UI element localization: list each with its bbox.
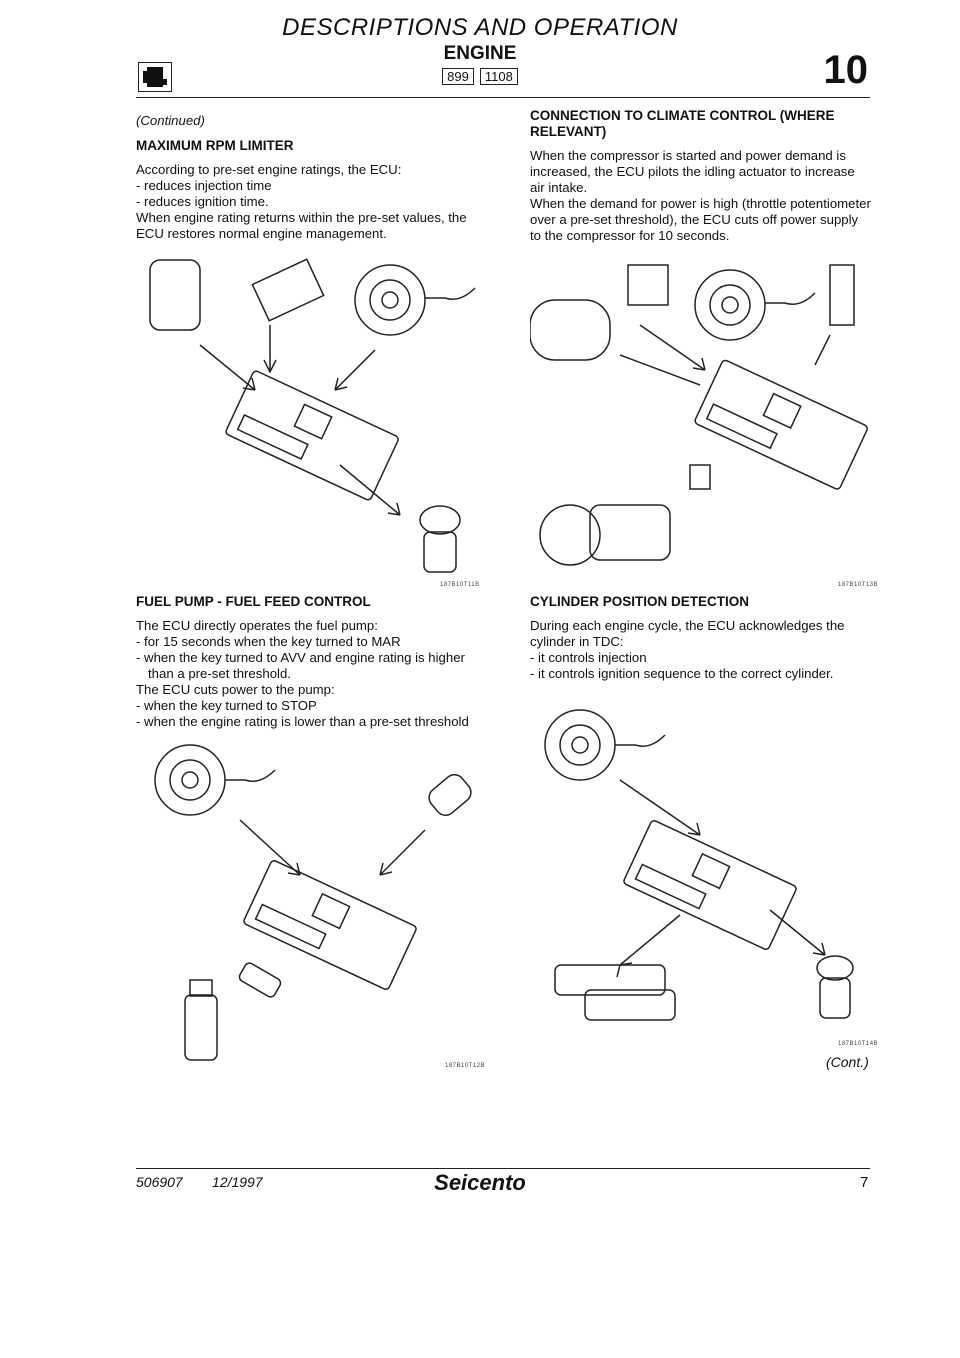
rpm-sensor-icon	[354, 264, 426, 336]
connector-icon	[238, 962, 282, 998]
left-column-2: FUEL PUMP - FUEL FEED CONTROL The ECU di…	[136, 594, 488, 730]
footer-rule	[136, 1168, 870, 1169]
continued-note: (Continued)	[136, 113, 205, 128]
section-title: ENGINE	[443, 43, 517, 64]
paragraph: When the compressor is started and power…	[530, 148, 855, 195]
figure-code: 187B10T14B	[838, 1041, 879, 1047]
page-number: 7	[860, 1174, 869, 1191]
throttle-body-icon	[530, 299, 611, 361]
relay-icon	[689, 464, 711, 490]
sensor-icon	[149, 259, 201, 331]
heading-climate-control: CONNECTION TO CLIMATE CONTROL (WHERE REL…	[530, 108, 835, 139]
relay-icon	[428, 773, 472, 817]
left-column: (Continued) MAXIMUM RPM LIMITER Accordin…	[136, 113, 488, 242]
pressure-sensor-icon	[251, 258, 325, 322]
brand-logo: Seicento	[434, 1170, 526, 1195]
arrow-icon	[619, 354, 701, 386]
arrow-icon	[616, 914, 681, 978]
heading-cylinder-position: CYLINDER POSITION DETECTION	[530, 594, 750, 609]
figure-code: 187B10T11B	[440, 582, 480, 588]
arrow-icon	[639, 324, 706, 371]
ecu-icon	[694, 359, 868, 490]
figure-rpm-limiter	[149, 258, 476, 573]
list-item: - for 15 seconds when the key turned to …	[136, 634, 401, 649]
arrow-icon	[239, 819, 301, 876]
paragraph: The ECU cuts power to the pump:	[136, 682, 335, 697]
heading-fuel-pump: FUEL PUMP - FUEL FEED CONTROL	[136, 594, 371, 609]
right-column: CONNECTION TO CLIMATE CONTROL (WHERE REL…	[530, 108, 872, 244]
engine-codes: 899 1108	[0, 68, 960, 85]
engine-code: 1108	[479, 68, 518, 85]
rpm-sensor-icon	[154, 744, 226, 816]
paragraph: During each engine cycle, the ECU acknow…	[530, 618, 845, 649]
engine-icon	[138, 62, 172, 92]
engine-code: 899	[442, 68, 474, 85]
arrow-icon	[339, 464, 401, 516]
paragraph: When the demand for power is high (throt…	[530, 196, 871, 243]
list-item: - when the engine rating is lower than a…	[136, 714, 469, 729]
injector-icon	[419, 505, 461, 573]
paragraph: According to pre-set engine ratings, the…	[136, 162, 402, 177]
heading-max-rpm: MAXIMUM RPM LIMITER	[136, 138, 294, 153]
figure-fuel-pump	[154, 744, 472, 1061]
idle-actuator-icon	[829, 264, 855, 326]
list-item: - it controls ignition sequence to the c…	[530, 666, 834, 681]
paragraph: The ECU directly operates the fuel pump:	[136, 618, 378, 633]
arrow-icon	[334, 349, 376, 391]
list-item: - when the key turned to STOP	[136, 698, 317, 713]
right-column-2: CYLINDER POSITION DETECTION During each …	[530, 594, 872, 682]
figure-cylinder-position	[544, 709, 854, 1021]
rpm-sensor-icon	[544, 709, 616, 781]
header-rule	[136, 97, 870, 98]
ignition-coil-icon	[554, 964, 676, 1021]
figure-code: 187B10T13B	[838, 582, 879, 588]
ecu-icon	[623, 820, 797, 950]
doc-date: 12/1997	[212, 1174, 263, 1190]
rpm-sensor-icon	[694, 269, 766, 341]
doc-number: 506907	[136, 1174, 183, 1190]
ecu-icon	[243, 860, 417, 990]
list-item: - reduces ignition time.	[136, 194, 269, 209]
ac-switch-icon	[627, 264, 669, 306]
arrow-icon	[619, 779, 701, 836]
compressor-icon	[539, 504, 671, 566]
arrow-icon	[814, 334, 831, 366]
continued-footer-note: (Cont.)	[826, 1054, 869, 1070]
page-header-title: DESCRIPTIONS AND OPERATION	[282, 14, 678, 41]
paragraph: When engine rating returns within the pr…	[136, 210, 467, 241]
figure-climate-control	[530, 264, 868, 566]
list-item: - it controls injection	[530, 650, 647, 665]
fuel-pump-icon	[184, 979, 218, 1061]
arrow-icon	[379, 829, 426, 876]
arrow-icon	[263, 325, 277, 374]
figure-code: 187B10T12B	[445, 1063, 486, 1069]
list-item: - reduces injection time	[136, 178, 272, 193]
arrow-icon	[769, 909, 826, 956]
chapter-number: 10	[823, 48, 869, 92]
ecu-icon	[225, 370, 399, 501]
arrow-icon	[199, 344, 256, 391]
injector-icon	[816, 955, 854, 1019]
list-item: - when the key turned to AVV and engine …	[136, 650, 465, 681]
